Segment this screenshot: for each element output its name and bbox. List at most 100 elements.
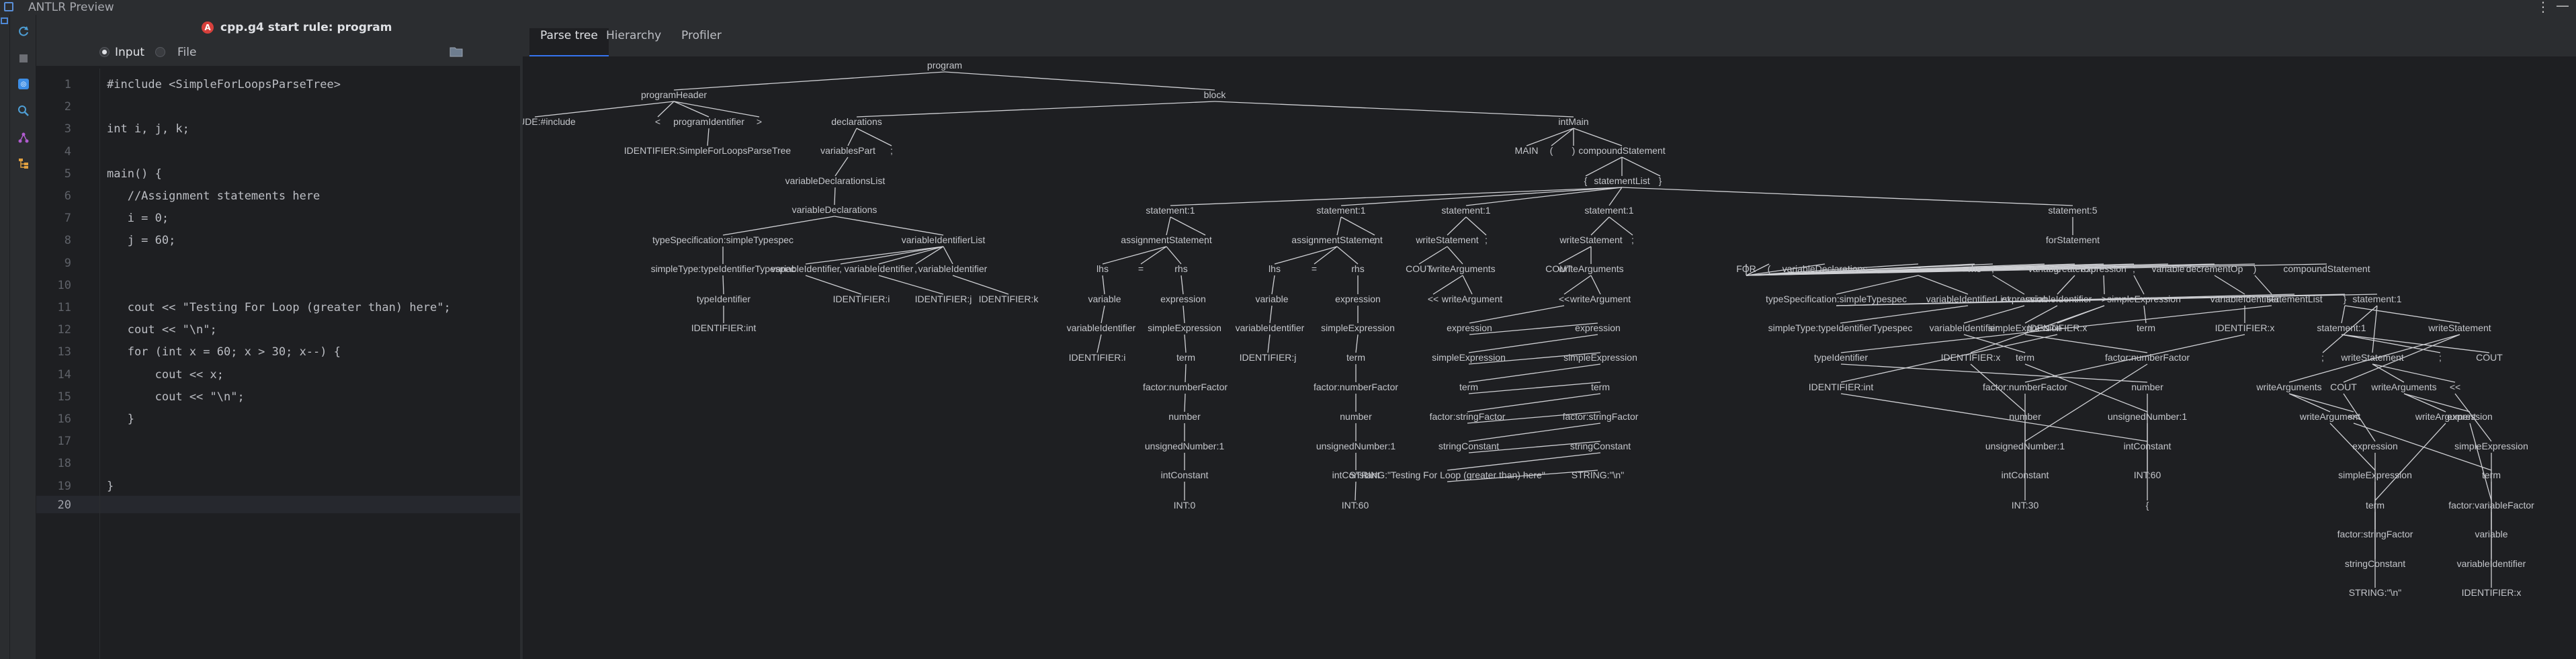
tree-node[interactable]: ,: [914, 263, 917, 274]
file-radio[interactable]: [155, 47, 165, 57]
tree-structure-icon[interactable]: [16, 156, 31, 171]
tree-node[interactable]: lhs: [1097, 263, 1109, 274]
splitter[interactable]: [520, 15, 523, 659]
tree-node[interactable]: IDENTIFIER:x: [2462, 587, 2522, 598]
tree-node[interactable]: variableIdentifier: [1930, 322, 1999, 333]
tree-node[interactable]: greaterOp: [2053, 263, 2096, 274]
tree-node[interactable]: expression: [2002, 294, 2047, 304]
tree-node[interactable]: factor:stringFactor: [1430, 411, 1506, 422]
tree-node[interactable]: variable: [2028, 263, 2061, 274]
tree-node[interactable]: variable: [2475, 529, 2507, 539]
tree-node[interactable]: IDENTIFIER:x: [2215, 322, 2275, 333]
tree-node[interactable]: number: [2009, 411, 2041, 422]
tree-node[interactable]: ;: [890, 145, 893, 156]
tree-node[interactable]: variableIdentifierList: [1926, 294, 2010, 304]
tree-node[interactable]: writeArguments: [2370, 382, 2436, 392]
tree-node[interactable]: ;: [1485, 234, 1488, 245]
tree-node[interactable]: --: [2268, 294, 2275, 304]
tree-node[interactable]: writeStatement: [1415, 234, 1478, 245]
tree-node[interactable]: lhs: [1269, 263, 1281, 274]
tree-node[interactable]: unsignedNumber:1: [1145, 441, 1225, 451]
tree-node[interactable]: intConstant: [1332, 470, 1380, 480]
tree-node[interactable]: <<: [2450, 382, 2460, 392]
tree-node[interactable]: writeArguments: [1557, 263, 1623, 274]
tree-node[interactable]: IDENTIFIER:i: [833, 294, 890, 304]
tree-node[interactable]: simpleExpression: [1563, 352, 1637, 363]
tree-node[interactable]: simpleExpression: [1321, 322, 1395, 333]
tree-node[interactable]: typeSpecification:simpleTypespec: [652, 234, 793, 245]
tree-node[interactable]: variableIdentifier: [2457, 558, 2526, 569]
tree-node[interactable]: typeIdentifier: [1814, 352, 1868, 363]
tree-node[interactable]: intConstant: [2002, 470, 2049, 480]
input-radio[interactable]: [99, 47, 110, 57]
tree-node[interactable]: declarations: [831, 116, 882, 127]
tree-node[interactable]: variableDeclarations: [792, 204, 877, 215]
tree-node[interactable]: number: [2131, 382, 2163, 392]
stop-icon[interactable]: [16, 51, 31, 66]
tree-node[interactable]: writeArgument: [2415, 411, 2476, 422]
tree-node[interactable]: unsignedNumber:1: [1985, 441, 2065, 451]
tree-node[interactable]: expression: [2352, 441, 2398, 451]
tree-node[interactable]: statement:5: [2048, 205, 2097, 216]
input-radio-label[interactable]: Input: [115, 46, 145, 59]
tree-node[interactable]: writeArgument: [1570, 294, 1631, 304]
tree-node[interactable]: ;: [1204, 234, 1207, 245]
tree-node[interactable]: factor:stringFactor: [2337, 529, 2413, 539]
tree-node[interactable]: variableIdentifier: [1236, 322, 1305, 333]
tree-node[interactable]: programIdentifier: [673, 116, 744, 127]
tree-node[interactable]: ;: [2133, 263, 2135, 274]
tree-node[interactable]: INT:60: [1342, 500, 1369, 511]
tree-node[interactable]: statement:1: [2352, 294, 2401, 304]
tree-node[interactable]: writeArguments: [2256, 382, 2321, 392]
tree-node[interactable]: FOR: [1736, 263, 1756, 274]
tree-node[interactable]: term: [2137, 322, 2155, 333]
tree-node[interactable]: IDENTIFIER:x: [2028, 322, 2088, 333]
tree-node[interactable]: simpleExpression: [1148, 322, 1221, 333]
tree-node[interactable]: <<: [2348, 411, 2359, 422]
tree-node[interactable]: intConstant: [2124, 441, 2172, 451]
tree-node[interactable]: MAIN: [1515, 145, 1539, 156]
tree-node[interactable]: statement:1: [1584, 205, 1633, 216]
tree-node[interactable]: statement:1: [1316, 205, 1365, 216]
tree-node[interactable]: variableIdentifier: [845, 263, 914, 274]
tree-node[interactable]: <<: [1428, 294, 1439, 304]
tree-node[interactable]: writeStatement: [2340, 352, 2403, 363]
tree-node[interactable]: IDENTIFIER:int: [1809, 382, 1874, 392]
tree-node[interactable]: simpleExpression: [2338, 470, 2412, 480]
tree-node[interactable]: STRING:"Testing For Loop (greater than) …: [1349, 470, 1545, 480]
tree-node[interactable]: IDENTIFIER:i: [1069, 352, 1126, 363]
tree-node[interactable]: >: [757, 116, 762, 127]
search-icon[interactable]: [16, 103, 31, 118]
tree-node[interactable]: expression: [1160, 294, 1206, 304]
export-image-icon[interactable]: ◎: [16, 77, 31, 91]
tree-node[interactable]: DIR_INCLUDE:#include: [523, 116, 576, 127]
tree-node[interactable]: block: [1204, 89, 1227, 100]
tree-node[interactable]: ): [2253, 263, 2257, 274]
tree-node[interactable]: unsignedNumber:1: [2108, 411, 2188, 422]
tree-node[interactable]: intMain: [1558, 116, 1588, 127]
tree-node[interactable]: statement:1: [1441, 205, 1490, 216]
tree-node[interactable]: ;: [1631, 234, 1634, 245]
tree-node[interactable]: variable: [2151, 263, 2184, 274]
tree-node[interactable]: (: [1550, 145, 1553, 156]
tree-node[interactable]: variablesPart: [820, 145, 875, 156]
file-radio-label[interactable]: File: [177, 46, 197, 59]
tree-node[interactable]: decrementOp: [2186, 263, 2243, 274]
tree-node[interactable]: term: [2366, 500, 2385, 511]
tree-node[interactable]: IDENTIFIER:int: [691, 322, 757, 333]
tree-node[interactable]: compoundStatement: [2283, 263, 2370, 274]
tree-node[interactable]: factor:numberFactor: [2105, 352, 2190, 363]
tree-node[interactable]: variableIdentifier: [771, 263, 841, 274]
tree-node[interactable]: variableIdentifier: [1067, 322, 1136, 333]
tree-node[interactable]: STRING:"\n": [2349, 587, 2401, 598]
tree-node[interactable]: term: [1176, 352, 1195, 363]
tree-node[interactable]: COUT: [2330, 382, 2357, 392]
tree-node[interactable]: COUT: [1406, 263, 1432, 274]
tree-node[interactable]: simpleType:typeIdentifierTypespec: [1768, 322, 1913, 333]
tree-node[interactable]: variable: [1088, 294, 1121, 304]
tree-node[interactable]: typeIdentifier: [697, 294, 750, 304]
tree-node[interactable]: writeArgument: [1441, 294, 1502, 304]
tree-node[interactable]: {: [1584, 175, 1588, 186]
tree-node[interactable]: expression: [1447, 322, 1492, 333]
tree-node[interactable]: variableIdentifier: [918, 263, 988, 274]
